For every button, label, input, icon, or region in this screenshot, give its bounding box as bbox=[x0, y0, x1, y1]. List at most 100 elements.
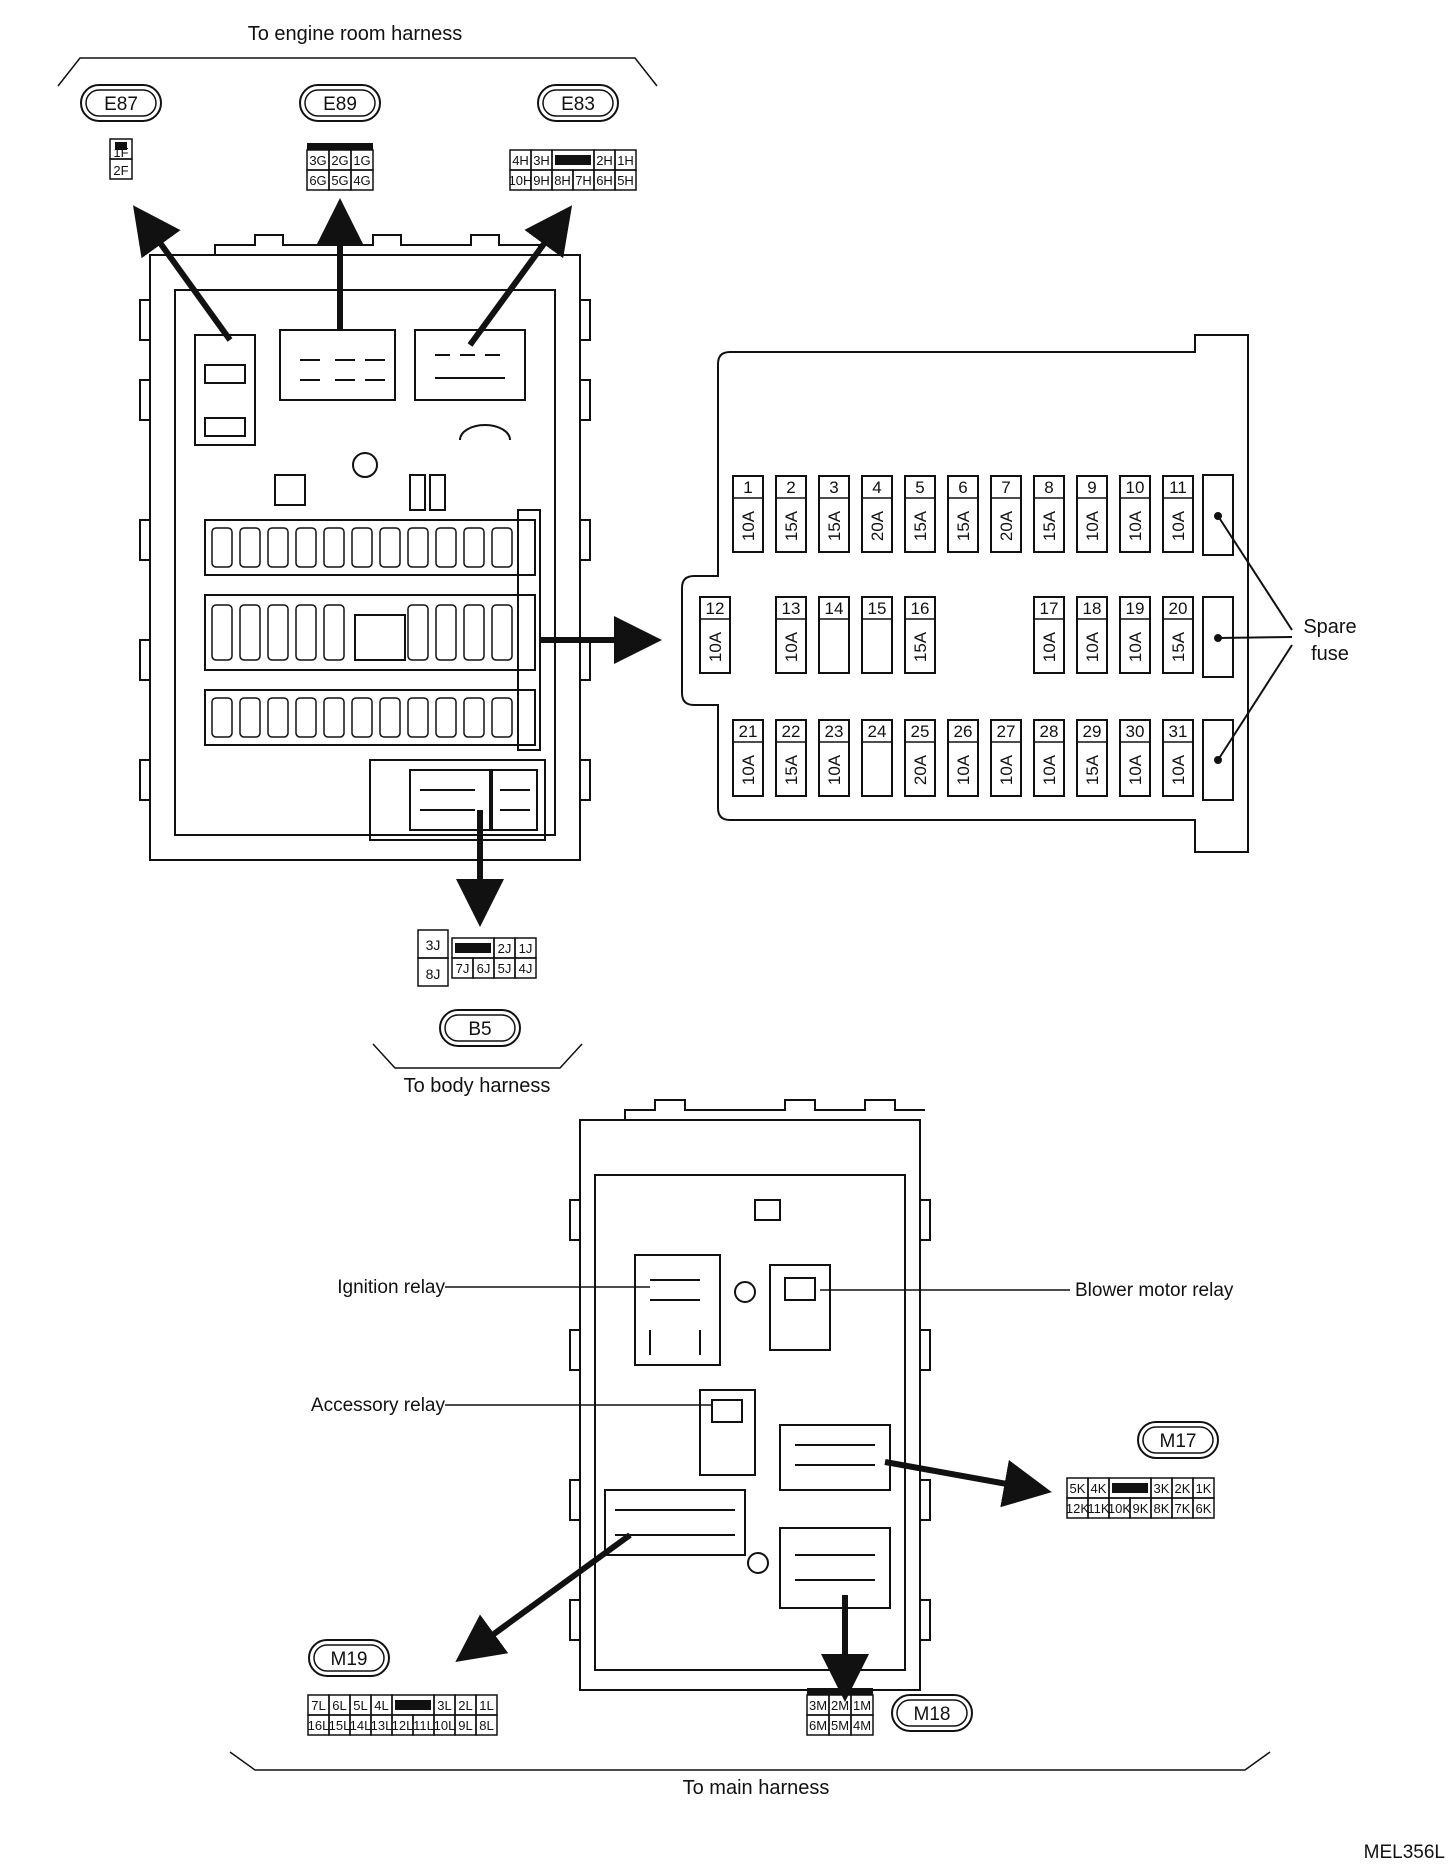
connector-badge: E87 bbox=[80, 84, 162, 122]
pin-label: 2J bbox=[498, 941, 512, 956]
pin-label: 1F bbox=[113, 145, 128, 160]
fuse-number: 29 bbox=[1083, 722, 1102, 741]
fuse-15: 15 bbox=[861, 596, 893, 674]
pin-label: 1J bbox=[519, 941, 533, 956]
fuse-amperage: 10A bbox=[825, 754, 844, 785]
pin-label: 4J bbox=[519, 961, 533, 976]
fuse-amperage: 10A bbox=[1169, 754, 1188, 785]
pin-label: 6H bbox=[596, 173, 613, 188]
fuse-amperage: 20A bbox=[868, 510, 887, 541]
fuse-slot-group bbox=[211, 527, 513, 738]
fuse-slot bbox=[379, 527, 401, 568]
fuse-cell bbox=[904, 596, 936, 674]
fuse-slot bbox=[267, 697, 289, 738]
pin-label: 7J bbox=[456, 961, 470, 976]
fuse-cell bbox=[1119, 596, 1151, 674]
fuse-slot bbox=[295, 697, 317, 738]
fuse-amperage: 10A bbox=[739, 510, 758, 541]
fuse-number: 23 bbox=[825, 722, 844, 741]
fuse-cell bbox=[818, 596, 850, 674]
fuse-cell bbox=[775, 719, 807, 797]
pin-label: 3J bbox=[426, 937, 441, 953]
fuse-3: 3 15A bbox=[818, 475, 850, 553]
pin-label: 10L bbox=[434, 1718, 456, 1733]
pin-label: 6J bbox=[477, 961, 491, 976]
pin-label: 8J bbox=[426, 966, 441, 982]
main-harness-label: To main harness bbox=[683, 1777, 830, 1799]
fuse-14: 14 bbox=[818, 596, 850, 674]
fuse-cell bbox=[904, 475, 936, 553]
pin-label: 11L bbox=[413, 1718, 434, 1733]
pin-label: 2H bbox=[596, 153, 613, 168]
fuse-number: 27 bbox=[997, 722, 1016, 741]
fuse-slot bbox=[267, 604, 289, 661]
pin-label: 9K bbox=[1133, 1501, 1149, 1516]
pin-label: 3M bbox=[809, 1698, 827, 1713]
badge-outer bbox=[891, 1694, 973, 1732]
connector-id: M17 bbox=[1160, 1431, 1197, 1452]
fuse-number: 16 bbox=[911, 599, 930, 618]
pin-label: 4H bbox=[512, 153, 529, 168]
fuse-cell bbox=[1076, 719, 1108, 797]
fuse-slot bbox=[463, 697, 485, 738]
fuse-slot bbox=[239, 697, 261, 738]
fuse-cell bbox=[1119, 475, 1151, 553]
pin-label: 3L bbox=[437, 1698, 451, 1713]
fuse-slot bbox=[407, 527, 429, 568]
fuse-slot bbox=[239, 604, 261, 661]
fuse-slot bbox=[351, 697, 373, 738]
spare-fuse-label: Spare bbox=[1303, 616, 1356, 638]
fuse-24: 24 bbox=[861, 719, 893, 797]
pin-label: 6G bbox=[309, 173, 326, 188]
fuse-number: 3 bbox=[829, 478, 838, 497]
fuse-slot bbox=[435, 697, 457, 738]
badge-inner bbox=[313, 1644, 385, 1672]
fuse-slot bbox=[435, 604, 457, 661]
fuse-slot bbox=[211, 604, 233, 661]
fuse-number: 10 bbox=[1126, 478, 1145, 497]
pin-label: 8K bbox=[1154, 1501, 1170, 1516]
fuse-cell bbox=[818, 475, 850, 553]
connector-id: E83 bbox=[561, 94, 595, 115]
fuse-number: 14 bbox=[825, 599, 844, 618]
pin-cell bbox=[850, 1714, 874, 1736]
connector-id: E89 bbox=[323, 94, 357, 115]
fuse-number: 31 bbox=[1169, 722, 1188, 741]
fuse-amperage: 15A bbox=[1169, 631, 1188, 662]
spare-fuse-label-2: fuse bbox=[1311, 643, 1349, 665]
pin-cell bbox=[514, 957, 537, 979]
fuse-cell bbox=[947, 719, 979, 797]
fuse-amperage: 15A bbox=[825, 510, 844, 541]
pin-label: 7H bbox=[575, 173, 592, 188]
pin-label: 2K bbox=[1175, 1481, 1191, 1496]
fuse-number: 13 bbox=[782, 599, 801, 618]
fuse-cell bbox=[1033, 475, 1065, 553]
fuse-number: 1 bbox=[743, 478, 752, 497]
fuse-amperage: 15A bbox=[911, 631, 930, 662]
pin-label: 1G bbox=[353, 153, 370, 168]
pin-label: 1L bbox=[479, 1698, 493, 1713]
fuse-amperage: 15A bbox=[782, 754, 801, 785]
pin-blank bbox=[1112, 1483, 1148, 1493]
pin-label: 12K bbox=[1066, 1501, 1089, 1516]
pin-label: 6K bbox=[1196, 1501, 1212, 1516]
fuse-amperage: 15A bbox=[911, 510, 930, 541]
fuse-block-top bbox=[139, 234, 591, 861]
fuse-slot bbox=[379, 697, 401, 738]
pin-label: 5K bbox=[1070, 1481, 1086, 1496]
fuse-amperage: 10A bbox=[1083, 631, 1102, 662]
pin-label: 10H bbox=[509, 173, 533, 188]
fuse-amperage: 10A bbox=[1040, 631, 1059, 662]
